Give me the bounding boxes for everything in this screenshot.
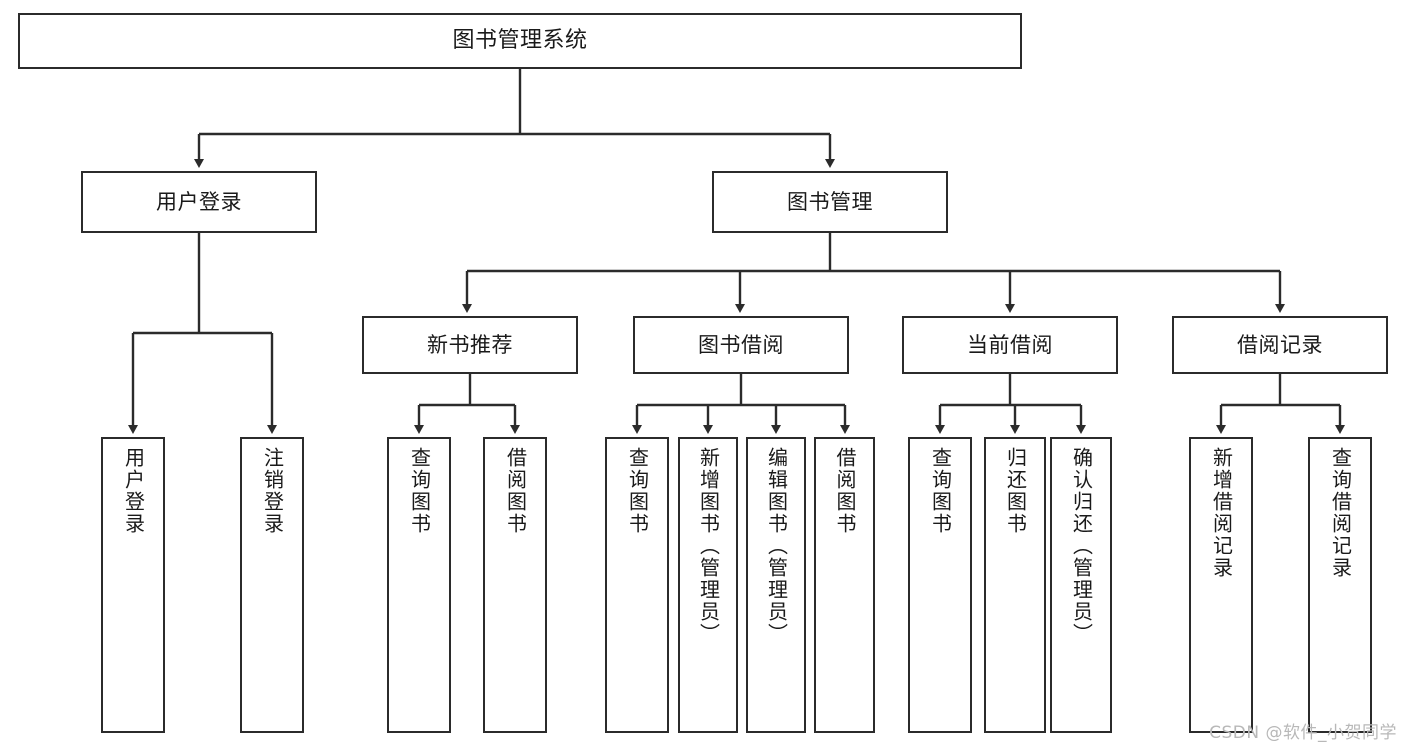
node-leaf-query-borrow-record[interactable]: 查询借阅记录 [1308,437,1372,733]
node-new-book-recommend-label: 新书推荐 [427,332,513,357]
node-leaf-add-borrow-record-label: 新增借阅记录 [1209,447,1234,579]
node-leaf-add-borrow-record[interactable]: 新增借阅记录 [1189,437,1253,733]
node-leaf-query-book-rec[interactable]: 查询图书 [387,437,451,733]
node-root[interactable]: 图书管理系统 [18,13,1022,69]
node-new-book-recommend[interactable]: 新书推荐 [362,316,578,374]
node-leaf-borrow-book-label: 借阅图书 [833,447,857,535]
node-book-manage-label: 图书管理 [787,189,873,214]
node-leaf-query-book-current[interactable]: 查询图书 [908,437,972,733]
node-leaf-query-book-borrow[interactable]: 查询图书 [605,437,669,733]
node-book-borrow-label: 图书借阅 [698,332,784,357]
node-leaf-confirm-return-admin-label: 确认归还（管理员） [1069,447,1094,645]
node-borrow-record-label: 借阅记录 [1237,332,1323,357]
node-borrow-record[interactable]: 借阅记录 [1172,316,1388,374]
node-leaf-return-book[interactable]: 归还图书 [984,437,1046,733]
node-leaf-user-login-label: 用户登录 [121,447,146,535]
node-leaf-borrow-book-rec-label: 借阅图书 [503,447,528,535]
node-user-login-label: 用户登录 [156,189,242,214]
node-leaf-query-book-borrow-label: 查询图书 [625,447,650,535]
node-leaf-user-login[interactable]: 用户登录 [101,437,165,733]
node-book-manage[interactable]: 图书管理 [712,171,948,233]
node-leaf-confirm-return-admin[interactable]: 确认归还（管理员） [1050,437,1112,733]
watermark-text: CSDN @软件_小贺同学 [1209,723,1397,743]
node-book-borrow[interactable]: 图书借阅 [633,316,849,374]
node-leaf-user-logout[interactable]: 注销登录 [240,437,304,733]
node-leaf-edit-book-admin-label: 编辑图书（管理员） [764,447,789,645]
node-user-login[interactable]: 用户登录 [81,171,317,233]
node-current-borrow[interactable]: 当前借阅 [902,316,1118,374]
node-leaf-borrow-book[interactable]: 借阅图书 [814,437,875,733]
node-leaf-query-book-current-label: 查询图书 [928,447,953,535]
node-leaf-query-book-rec-label: 查询图书 [407,447,432,535]
node-leaf-edit-book-admin[interactable]: 编辑图书（管理员） [746,437,806,733]
node-current-borrow-label: 当前借阅 [967,332,1053,357]
node-leaf-return-book-label: 归还图书 [1003,447,1028,535]
node-leaf-add-book-admin[interactable]: 新增图书（管理员） [678,437,738,733]
node-leaf-add-book-admin-label: 新增图书（管理员） [696,447,721,645]
node-leaf-borrow-book-rec[interactable]: 借阅图书 [483,437,547,733]
node-leaf-query-borrow-record-label: 查询借阅记录 [1328,447,1353,579]
node-root-label: 图书管理系统 [452,28,588,54]
node-leaf-user-logout-label: 注销登录 [260,447,285,535]
